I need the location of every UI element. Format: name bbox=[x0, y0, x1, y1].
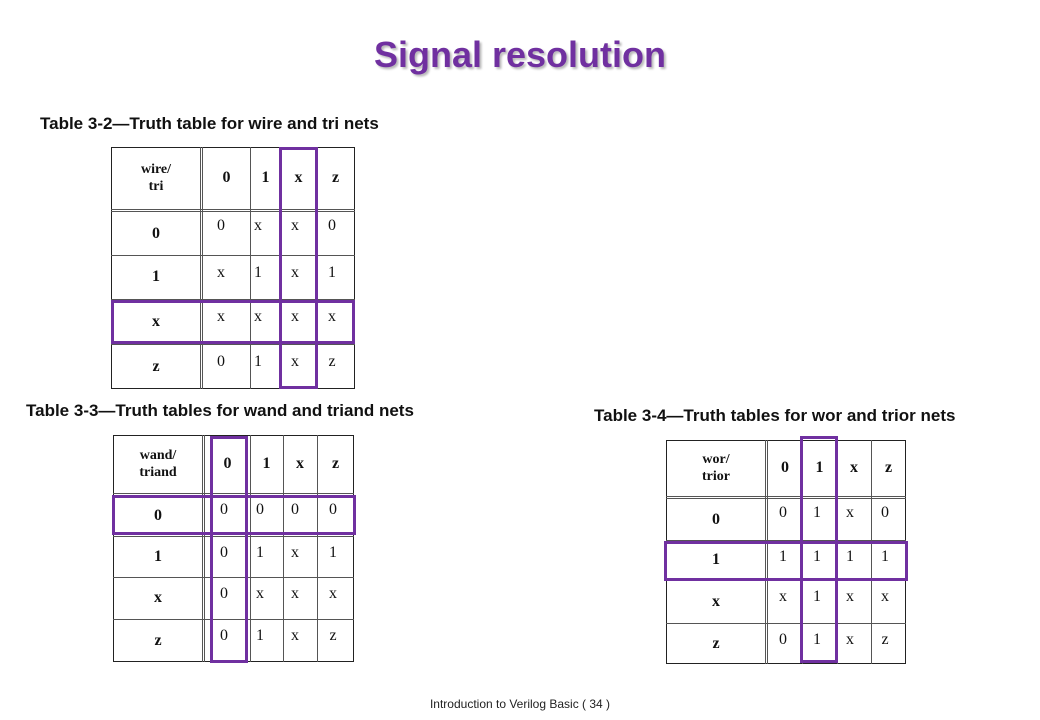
table-cell: 1 bbox=[254, 264, 262, 281]
corner-label-line-1: wire/ bbox=[140, 162, 172, 177]
table-cell: 1 bbox=[256, 627, 264, 644]
table-cell: 1 bbox=[254, 353, 262, 370]
column-header: 0 bbox=[222, 169, 231, 186]
column-header: x bbox=[850, 459, 858, 476]
highlight-row-x bbox=[111, 300, 355, 344]
column-header: 1 bbox=[261, 169, 270, 186]
corner-label-line-1: wand/ bbox=[139, 448, 177, 463]
table-cell: 1 bbox=[846, 548, 854, 565]
row-header: z bbox=[712, 634, 720, 652]
table-cell: x bbox=[254, 217, 262, 234]
table-cell: x bbox=[291, 353, 299, 370]
row-header: x bbox=[712, 592, 720, 610]
table-cell: 0 bbox=[220, 585, 228, 602]
corner-label-line-1: wor/ bbox=[702, 452, 730, 467]
table-cell: 1 bbox=[256, 544, 264, 561]
row-header: 0 bbox=[152, 224, 160, 242]
table-cell: x bbox=[881, 588, 889, 605]
table-caption-wire-tri: Table 3-2—Truth table for wire and tri n… bbox=[40, 114, 379, 133]
corner-label-line-2: trior bbox=[702, 469, 730, 484]
table-cell: 0 bbox=[220, 501, 228, 518]
table-cell: 0 bbox=[220, 627, 228, 644]
table-cell: x bbox=[846, 588, 854, 605]
table-cell: x bbox=[291, 217, 299, 234]
table-cell: 0 bbox=[329, 501, 337, 518]
table-cell: 1 bbox=[813, 548, 821, 565]
table-cell: 0 bbox=[217, 217, 225, 234]
table-corner-label: wor/ trior bbox=[666, 440, 766, 496]
table-cell: x bbox=[328, 308, 336, 325]
highlight-column-1 bbox=[800, 436, 838, 663]
table-cell: 1 bbox=[779, 548, 787, 565]
row-header: 1 bbox=[712, 551, 720, 568]
column-header: z bbox=[884, 459, 893, 476]
table-cell: 0 bbox=[256, 501, 264, 518]
table-corner-label: wire/ tri bbox=[111, 147, 201, 209]
table-cell: x bbox=[256, 585, 264, 602]
table-cell: x bbox=[846, 631, 854, 648]
highlight-column-x bbox=[279, 147, 318, 389]
table-cell: x bbox=[846, 504, 854, 521]
table-cell: x bbox=[291, 264, 299, 281]
column-header: 1 bbox=[815, 459, 824, 476]
column-header: 0 bbox=[223, 455, 232, 472]
table-cell: 0 bbox=[779, 631, 787, 648]
corner-label-line-2: tri bbox=[148, 179, 164, 194]
column-header: z bbox=[331, 169, 340, 186]
column-header: x bbox=[296, 455, 304, 472]
table-cell: x bbox=[217, 308, 225, 325]
table-cell: 1 bbox=[813, 504, 821, 521]
table-cell: x bbox=[779, 588, 787, 605]
row-header: z bbox=[152, 357, 160, 375]
column-header: 0 bbox=[781, 459, 789, 476]
table-cell: z bbox=[328, 353, 336, 370]
slide-title: Signal resolution bbox=[373, 34, 667, 75]
row-header: 0 bbox=[712, 510, 720, 528]
table-cell: 0 bbox=[328, 217, 336, 234]
row-header: x bbox=[154, 589, 162, 606]
column-header: z bbox=[331, 455, 340, 472]
table-cell: x bbox=[254, 308, 262, 325]
table-cell: 0 bbox=[881, 504, 889, 521]
table-cell: 1 bbox=[881, 548, 889, 565]
row-header: 0 bbox=[154, 507, 162, 524]
table-cell: 0 bbox=[220, 544, 228, 561]
table-cell: x bbox=[217, 264, 225, 281]
table-cell: x bbox=[291, 585, 299, 602]
slide-footer: Introduction to Verilog Basic ( 34 ) bbox=[429, 697, 611, 711]
truth-table-wire-tri: wire/ tri 0 1 x z 0 0 x x 0 1 x 1 x 1 x … bbox=[111, 147, 355, 389]
table-cell: z bbox=[881, 631, 889, 648]
row-header: x bbox=[152, 312, 160, 330]
table-cell: 0 bbox=[217, 353, 225, 370]
row-header: 1 bbox=[154, 547, 162, 565]
column-header: 1 bbox=[262, 455, 271, 472]
corner-label-line-2: triand bbox=[139, 465, 177, 480]
table-cell: x bbox=[291, 544, 299, 561]
table-cell: 0 bbox=[779, 504, 787, 521]
table-cell: 0 bbox=[291, 501, 299, 518]
table-caption-wor-trior: Table 3-4—Truth tables for wor and trior… bbox=[594, 406, 956, 425]
truth-table-wand-triand: wand/ triand 0 1 x z 0 0 0 0 0 1 0 1 x 1… bbox=[113, 435, 354, 662]
table-cell: 1 bbox=[813, 631, 821, 648]
table-cell: 1 bbox=[328, 264, 336, 281]
table-cell: x bbox=[291, 308, 299, 325]
table-cell: 1 bbox=[813, 588, 821, 605]
table-caption-wand-triand: Table 3-3—Truth tables for wand and tria… bbox=[26, 401, 414, 420]
column-header: x bbox=[294, 169, 303, 186]
row-header: z bbox=[154, 631, 162, 649]
table-cell: x bbox=[291, 627, 299, 644]
table-cell: x bbox=[329, 585, 337, 602]
highlight-row-0 bbox=[112, 495, 356, 535]
table-cell: 1 bbox=[329, 544, 337, 561]
table-cell: z bbox=[329, 627, 337, 644]
row-header: 1 bbox=[152, 268, 160, 285]
highlight-column-0 bbox=[210, 436, 248, 663]
table-corner-label: wand/ triand bbox=[113, 435, 203, 493]
highlight-row-1 bbox=[664, 541, 908, 581]
